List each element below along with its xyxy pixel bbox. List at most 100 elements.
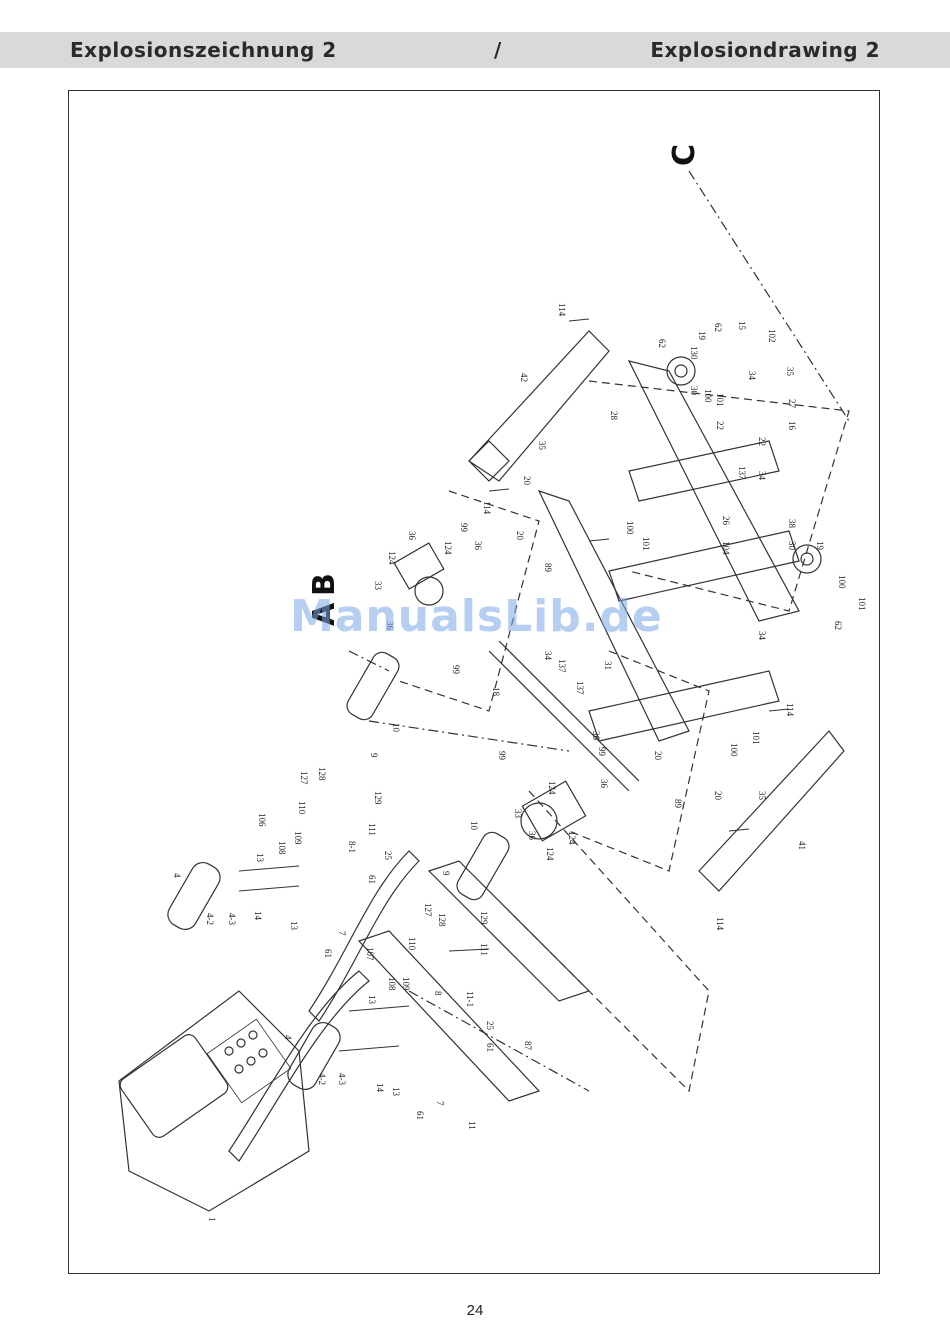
part-label: 101	[641, 537, 651, 551]
part-label: 14	[375, 1083, 385, 1093]
part-label: 124	[567, 831, 577, 845]
part-label: 22	[715, 421, 725, 430]
side-cover-42	[468, 330, 610, 482]
part-label: 36	[473, 541, 483, 551]
part-label: 4	[172, 873, 182, 878]
part-label: 127	[423, 903, 433, 917]
part-label: 19	[697, 331, 707, 341]
part-label: 18	[491, 687, 501, 697]
part-label: 124	[545, 847, 555, 861]
wheel-19-lower	[792, 544, 822, 574]
part-label: 61	[485, 1043, 495, 1052]
part-label: 10	[469, 821, 479, 831]
part-label: 4	[283, 1035, 293, 1040]
part-label: 89	[673, 799, 683, 809]
part-label: 13	[367, 995, 377, 1005]
part-label: 13	[391, 1087, 401, 1097]
part-label: 35	[785, 367, 795, 377]
part-label: 110	[297, 801, 307, 815]
watermark: ManualsLib.de	[290, 591, 663, 642]
view-line-b	[368, 720, 570, 752]
view-line-a	[348, 650, 390, 672]
part-label: 129	[373, 791, 383, 805]
view-line-lower	[408, 990, 590, 1092]
part-label: 11	[467, 1121, 477, 1130]
part-label: 13	[255, 853, 265, 863]
part-label: 20	[515, 531, 525, 541]
part-label: 129	[479, 911, 489, 925]
part-label: 89	[543, 563, 553, 573]
part-label: 8-1	[347, 841, 357, 853]
part-label: 20	[713, 791, 723, 801]
part-label: 107	[365, 947, 375, 961]
part-label: 36	[407, 531, 417, 541]
part-label: 109	[401, 977, 411, 991]
part-label: 22	[757, 437, 767, 446]
section-outline-c	[588, 380, 850, 612]
part-label: 137	[557, 659, 567, 673]
part-label: 38	[787, 519, 797, 529]
part-label: 20	[522, 476, 532, 486]
section-outline-b	[398, 490, 540, 712]
part-label: 36	[385, 621, 395, 631]
part-label: 7	[337, 931, 347, 936]
part-label: 34	[757, 471, 767, 481]
cross-tube-26	[608, 530, 800, 602]
part-label: 99	[497, 751, 507, 761]
console-screen	[119, 1034, 229, 1138]
part-label: 28	[609, 411, 619, 421]
handrail-left	[228, 970, 370, 1162]
section-outline-upright	[508, 790, 710, 1093]
part-label: 124	[547, 781, 557, 795]
part-label: 31	[603, 661, 613, 670]
part-label: 41	[797, 841, 807, 850]
grip-4-lower	[287, 1021, 341, 1091]
part-label: 15	[737, 321, 747, 331]
part-label: 124	[443, 541, 453, 555]
section-outline-lower	[568, 650, 710, 872]
part-label: 27	[787, 399, 797, 409]
part-label: 101	[857, 597, 867, 611]
frame-rail-upper	[627, 360, 800, 622]
part-label: 62	[657, 339, 667, 348]
frame-rail-mid	[537, 489, 690, 742]
part-label: 137	[575, 681, 585, 695]
part-label: 62	[713, 323, 723, 332]
fasteners	[238, 318, 790, 1052]
part-label: 114	[785, 703, 795, 717]
part-label: 100	[729, 743, 739, 757]
part-label: 99	[597, 747, 607, 757]
exploded-drawing-frame: C A B 114 42 62 19 130 62 15 102 35 30 1…	[68, 90, 880, 1274]
part-label: 106	[257, 813, 267, 827]
part-label: 62	[833, 621, 843, 630]
part-label: 99	[451, 665, 461, 675]
part-label: 128	[437, 913, 447, 927]
part-label: 20	[653, 751, 663, 761]
view-marker-b: B	[307, 573, 342, 596]
part-label: 42	[519, 373, 529, 382]
header-title-german: Explosionszeichnung 2	[70, 38, 337, 62]
part-label: 30	[787, 541, 797, 551]
part-label: 36	[591, 731, 601, 741]
part-label: 137	[737, 466, 747, 480]
part-label: 110	[407, 937, 417, 951]
header-band	[0, 32, 950, 68]
part-label: 114	[557, 303, 567, 317]
upright-11-1	[427, 860, 591, 1002]
part-label: 26	[721, 516, 731, 526]
part-label: 36	[599, 779, 609, 789]
motor-bracket-upper	[393, 542, 445, 590]
part-label: 14	[253, 911, 263, 921]
exploded-drawing: C A B 114 42 62 19 130 62 15 102 35 30 1…	[118, 144, 867, 1222]
part-label: 25	[485, 1021, 495, 1031]
part-label: 1	[207, 1217, 217, 1222]
view-line-c	[688, 170, 850, 422]
page-number: 24	[466, 1302, 484, 1319]
part-label: 9	[369, 753, 379, 758]
part-label: 130	[689, 346, 699, 360]
part-label: 61	[415, 1111, 425, 1120]
roller-pulley	[414, 576, 444, 606]
part-label: 114	[715, 917, 725, 931]
part-label: 99	[459, 523, 469, 533]
part-label: 61	[323, 949, 333, 958]
